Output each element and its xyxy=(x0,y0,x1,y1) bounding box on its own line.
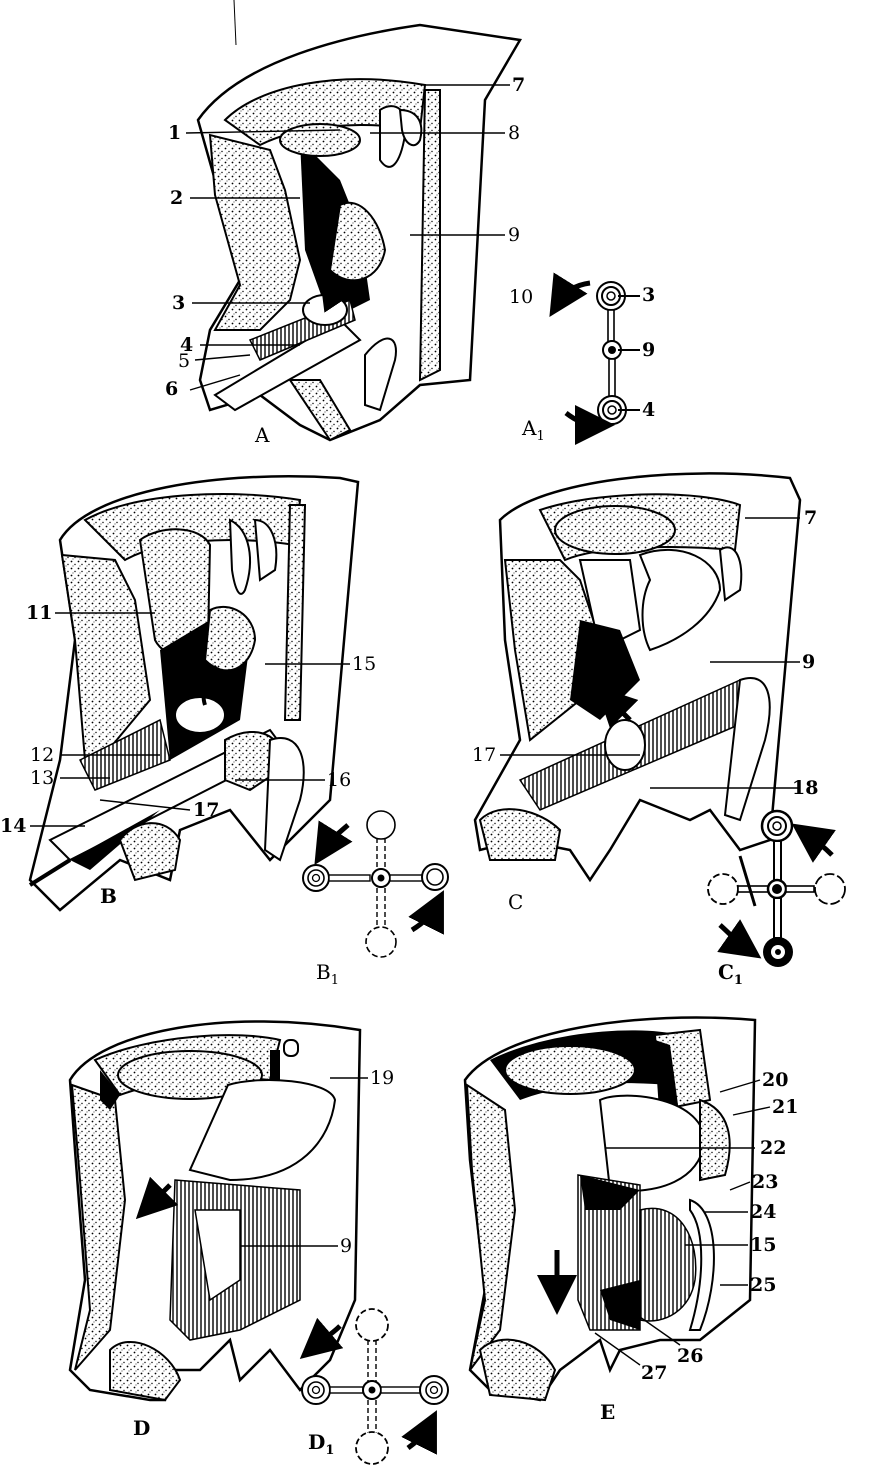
label-a1-4: 4 xyxy=(642,399,656,421)
label-a1-10: 10 xyxy=(509,286,534,308)
label-b-14: 14 xyxy=(0,815,27,837)
label-b-17: 17 xyxy=(193,799,220,821)
label-d-19: 19 xyxy=(370,1067,395,1089)
label-a-4: 4 xyxy=(180,334,194,356)
panel-e-drawing xyxy=(463,1016,757,1402)
panel-e-leaders xyxy=(594,1079,771,1366)
panel-d1-diagram xyxy=(299,1308,449,1465)
panel-d-leaders xyxy=(240,1077,368,1247)
label-a-9: 9 xyxy=(508,224,521,246)
label-d-9: 9 xyxy=(340,1235,353,1257)
label-e-25: 25 xyxy=(750,1274,777,1296)
label-e-15: 15 xyxy=(750,1234,777,1256)
scan-line xyxy=(233,0,237,46)
label-e-23: 23 xyxy=(752,1171,779,1193)
panel-c1-diagram xyxy=(707,809,846,967)
panel-e-letter: E xyxy=(600,1400,616,1424)
label-c-17: 17 xyxy=(472,744,497,766)
label-a-6: 6 xyxy=(165,378,179,400)
panel-b1-letter: B1 xyxy=(316,960,339,988)
label-e-20: 20 xyxy=(762,1069,789,1091)
panel-d-drawing xyxy=(68,1020,362,1402)
panel-b1-diagram xyxy=(302,810,449,958)
label-c-7: 7 xyxy=(804,507,818,529)
label-e-24: 24 xyxy=(750,1201,777,1223)
panel-b-letter: B xyxy=(100,884,117,908)
label-a-5: 5 xyxy=(178,350,191,372)
label-b-16: 16 xyxy=(327,769,352,791)
label-c-9: 9 xyxy=(802,651,816,673)
panel-a-leaders xyxy=(185,84,510,391)
panel-a-letter: A xyxy=(255,423,270,447)
label-e-27: 27 xyxy=(641,1362,668,1384)
label-a1-9: 9 xyxy=(642,339,656,361)
label-e-26: 26 xyxy=(677,1345,704,1367)
label-b-11: 11 xyxy=(26,602,53,624)
label-a-1: 1 xyxy=(168,122,182,144)
label-b-15: 15 xyxy=(352,653,377,675)
panel-d-letter: D xyxy=(133,1416,151,1440)
label-e-21: 21 xyxy=(772,1096,799,1118)
panel-c-letter: C xyxy=(508,890,524,914)
panel-a1-letter: A1 xyxy=(522,416,545,444)
panel-c1-letter: C1 xyxy=(718,960,743,988)
panel-b-drawing xyxy=(28,475,360,912)
label-b-12: 12 xyxy=(30,744,55,766)
label-b-13: 13 xyxy=(30,767,55,789)
label-a-8: 8 xyxy=(508,122,521,144)
label-e-22: 22 xyxy=(760,1137,787,1159)
label-a-7: 7 xyxy=(512,74,526,96)
panel-c-drawing xyxy=(473,472,802,883)
panel-d1-letter: D1 xyxy=(308,1430,335,1458)
label-c-18: 18 xyxy=(792,777,819,799)
panel-a-drawing xyxy=(196,23,523,442)
label-a1-3: 3 xyxy=(642,284,656,306)
panel-b-leaders xyxy=(30,612,350,827)
panel-a1-diagram xyxy=(549,272,640,445)
panel-c-leaders xyxy=(500,517,800,789)
label-a-3: 3 xyxy=(172,292,186,314)
label-a-2: 2 xyxy=(170,187,184,209)
